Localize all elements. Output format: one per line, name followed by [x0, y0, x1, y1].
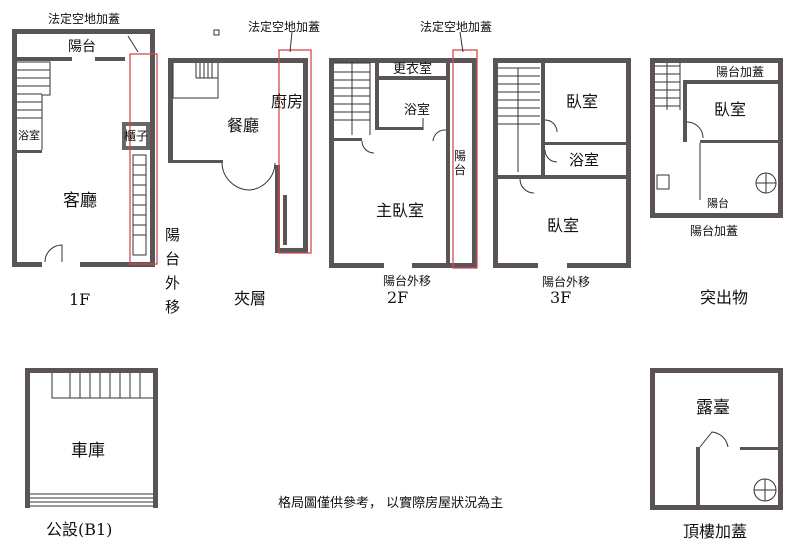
- door-swing-1f: [44, 244, 63, 263]
- balcony-moved-2f: 陽台外移: [383, 273, 431, 288]
- floor-title-mezz: 夾層: [234, 289, 266, 308]
- room-living-1f: 客廳: [63, 191, 97, 211]
- room-bedroom-protrusion: 臥室: [714, 100, 746, 119]
- floor-title-roof: 頂樓加蓋: [683, 522, 747, 541]
- svg-text:陽: 陽: [454, 149, 466, 163]
- balcony-addon-bottom-protrusion: 陽台加蓋: [690, 223, 738, 238]
- stair-protrusion: [655, 63, 681, 110]
- room-cabinet-1f: 櫃子: [124, 129, 148, 143]
- walls-roof: [650, 368, 783, 510]
- room-closet-2f: 更衣室: [393, 61, 432, 77]
- room-balcony-protrusion: 陽台: [707, 196, 729, 210]
- room-kitchen-mezz: 廚房: [271, 92, 303, 111]
- stair-1f-right: [132, 154, 147, 256]
- door-swings-3f: [519, 119, 558, 194]
- room-dining-mezz: 餐廳: [227, 116, 259, 135]
- room-balcony-addon-top-protrusion: 陽台加蓋: [716, 64, 764, 79]
- room-garage: 車庫: [71, 441, 105, 461]
- room-balcony-2f: 陽 台: [454, 149, 466, 177]
- walls-garage: [25, 368, 158, 508]
- room-master-2f: 主臥室: [376, 201, 424, 220]
- door-swing-roof: [699, 431, 729, 448]
- svg-text:台: 台: [165, 250, 180, 268]
- walls-protrusion: [650, 58, 783, 218]
- stair-3f: [498, 67, 540, 172]
- floor-title-1f: 1F: [69, 290, 90, 309]
- floor-2f: 法定空地加蓋 更衣室 浴室 主臥室 陽 台 陽台外移 2F: [329, 19, 492, 307]
- floor-title-2f: 2F: [387, 288, 408, 307]
- room-bath-2f: 浴室: [404, 102, 430, 118]
- room-bath-3f: 浴室: [569, 151, 599, 169]
- disclaimer-text: 格局圖僅供參考， 以實際房屋狀況為主: [278, 495, 503, 511]
- walls-1f: [12, 29, 155, 267]
- floor-garage: 車庫 公設(B1): [25, 368, 158, 539]
- floor-title-garage: 公設(B1): [46, 520, 112, 539]
- walls-3f: [493, 58, 631, 268]
- room-bath-1f: 浴室: [18, 128, 40, 142]
- stair-1f: [17, 61, 51, 150]
- door-arcs-mezz: [221, 162, 276, 191]
- floor-roof: 露臺 頂樓加蓋: [650, 368, 783, 541]
- door-swings-2f: [361, 118, 447, 154]
- legal-addon-outline-mezz: [278, 49, 312, 254]
- floor-1f: 法定空地加蓋 陽台 浴室 櫃子 客廳 陽 台 外 移 1F: [12, 11, 180, 316]
- svg-text:陽: 陽: [165, 226, 180, 244]
- stair-mezz: [172, 63, 219, 99]
- room-terrace-roof: 露臺: [696, 398, 730, 418]
- svg-text:移: 移: [165, 298, 180, 316]
- svg-text:台: 台: [454, 162, 466, 177]
- room-bedroom-bottom-3f: 臥室: [547, 216, 579, 235]
- note-legal-space-2f: 法定空地加蓋: [420, 19, 492, 34]
- legal-addon-outline-2f: [452, 49, 478, 269]
- room-balcony-1f: 陽台: [68, 39, 96, 55]
- stair-2f: [334, 62, 371, 135]
- room-bedroom-top-3f: 臥室: [566, 92, 598, 111]
- floor-3f: 臥室 浴室 臥室 陽台外移 3F: [493, 58, 631, 307]
- garage-door: [30, 493, 153, 507]
- note-legal-space-1f: 法定空地加蓋: [48, 11, 120, 26]
- balcony-moved-label-1f: 陽 台 外 移: [165, 226, 180, 316]
- svg-text:外: 外: [165, 274, 180, 292]
- floor-title-3f: 3F: [550, 288, 571, 307]
- stair-garage: [51, 373, 153, 399]
- balcony-moved-3f: 陽台外移: [542, 274, 590, 289]
- note-legal-space-mezz: 法定空地加蓋: [248, 19, 320, 34]
- legal-addon-outline-1f: [129, 53, 158, 265]
- floor-mezzanine: 法定空地加蓋 餐廳 廚房 夾層: [168, 19, 320, 308]
- floor-title-protrusion: 突出物: [700, 288, 748, 307]
- walls-2f: [329, 58, 477, 268]
- door-swing-protrusion: [686, 121, 704, 139]
- floor-protrusion: 陽台加蓋 臥室 陽台 陽台加蓋 突出物: [650, 58, 783, 307]
- walls-mezz: [168, 58, 308, 253]
